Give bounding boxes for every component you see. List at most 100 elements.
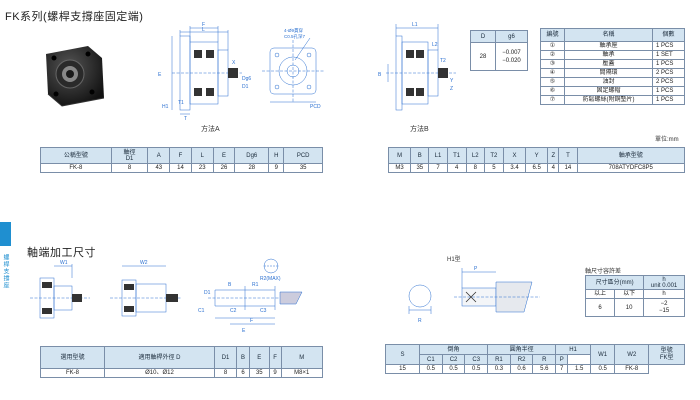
dim-label-b: B [378, 72, 382, 78]
parts-cell-no: ② [540, 50, 565, 60]
ch-cell: 1.5 [567, 364, 591, 374]
ch-header-model: 型號 FK型 [648, 344, 685, 365]
parts-cell-qty: 1 PCS [652, 41, 685, 51]
mt1-header: 公稱型號 [40, 147, 112, 164]
dim-label-l: L [202, 27, 205, 33]
mt1-header: PCD [283, 147, 323, 164]
dim-label-z: Z [450, 86, 453, 92]
ch-cell: 0.5 [464, 364, 489, 374]
mt2-cell: 4 [547, 163, 560, 173]
section-title-shaft: 軸端加工尺寸 [27, 247, 96, 259]
dg6-cell-lower: −0.020 [502, 57, 521, 64]
mt1-cell: 26 [212, 163, 236, 173]
page-title: FK系列(螺桿支撐座固定端) [5, 11, 144, 23]
ch-cell: 5.6 [532, 364, 557, 374]
mt2-cell: 6.5 [525, 163, 549, 173]
dim-label-c2: C2 [230, 308, 237, 314]
mt2-cell: 708ATYDFC8P5 [576, 163, 686, 173]
dim-label-t1: T1 [178, 100, 184, 106]
dim-label-l2: L2 [432, 42, 438, 48]
dim-label-y: Y [450, 78, 454, 84]
parts-header-no: 編號 [540, 28, 565, 42]
ch-subheader: R1 [487, 354, 511, 365]
shaft-header: M [280, 346, 324, 369]
mt2-cell: 8 [465, 163, 485, 173]
dim-label-dg6: Dg6 [242, 76, 251, 82]
dim-label-f: F [202, 22, 205, 28]
parts-cell-no: ⑤ [540, 77, 565, 87]
dg6-header-d: D [470, 30, 496, 43]
dg6-cell-d: 28 [470, 42, 496, 71]
ch-subheader: R [532, 354, 557, 365]
parts-cell-qty: 1 PCS [652, 95, 685, 105]
dim-label-c1: C1 [198, 308, 205, 314]
dim-label-r2max: R2(MAX) [260, 276, 281, 282]
shaft-cell: FK-8 [40, 368, 105, 378]
ch-cell: 0.5 [419, 364, 443, 374]
parts-header-name: 名稱 [564, 28, 653, 42]
parts-cell-qty: 1 PCS [652, 86, 685, 96]
mt1-header: A [147, 147, 171, 164]
shaft-end-drawing: W1 W2 B E F D1 R1 R2(MAX) C1 C2 C3 [30, 258, 303, 334]
shaft-header: F [268, 346, 282, 369]
mt1-cell: 9 [268, 163, 285, 173]
tol-sub-h: h [643, 289, 685, 299]
ch-header-s: S [385, 344, 420, 365]
dim-label-shaft-d1: D1 [204, 290, 211, 296]
dim-label-h1: H1 [162, 104, 169, 110]
ch-cell: 0.6 [509, 364, 534, 374]
tol-header-h: h [662, 276, 666, 283]
mt2-cell: 3.4 [502, 163, 527, 173]
ch-subheader: R2 [509, 354, 534, 365]
dim-label-t: T [184, 116, 187, 122]
dim-label-p: P [474, 266, 478, 272]
side-tab-marker [0, 222, 11, 246]
mt1-header: 軸徑 D1 [110, 147, 149, 164]
mt1-cell: 8 [110, 163, 149, 173]
dim-label-t2: T2 [440, 58, 446, 64]
method-a-label: 方法A [201, 126, 220, 133]
tol-cell-to: 10 [614, 298, 645, 317]
dim-label-r: R [418, 318, 422, 324]
dim-label-r1: R1 [252, 282, 259, 288]
dg6-table: D g6 28 −0.007 −0.020 [470, 30, 528, 71]
dim-label-c3: C3 [260, 308, 267, 314]
mt1-header: Dg6 [234, 147, 270, 164]
mt2-cell: 7 [428, 163, 448, 173]
shaft-header: E [248, 346, 270, 369]
ch-subheader: C2 [441, 354, 466, 365]
shaft-cell: Ø10、Ø12 [103, 368, 215, 378]
ch-header-chamfer: 倒角 [418, 344, 489, 355]
mt1-header: L [190, 147, 214, 164]
parts-cell-qty: 1 SET [652, 50, 685, 60]
counterbore-note: C0.5孔深7 [284, 33, 306, 40]
parts-cell-name: 軸承座 [564, 41, 653, 51]
tol-cell-from: 6 [584, 298, 616, 317]
parts-cell-name: 固定螺帽 [564, 86, 653, 96]
dim-label-l1: L1 [412, 22, 418, 28]
mt1-header: F [169, 147, 192, 164]
dim-label-shaft-b: B [228, 282, 232, 288]
mt2-cell: 14 [558, 163, 578, 173]
parts-cell-name: 軸承 [564, 50, 653, 60]
parts-cell-name: 油封 [564, 77, 653, 87]
mt1-header: E [212, 147, 236, 164]
mt2-cell: 4 [446, 163, 467, 173]
mt1-cell: 28 [234, 163, 270, 173]
side-tab[interactable]: 螺桿支撐座 [0, 222, 11, 304]
mt2-header: Y [525, 147, 549, 164]
parts-cell-no: ① [540, 41, 565, 51]
unit-label: 單位:mm [655, 137, 679, 143]
mt1-cell: 23 [190, 163, 214, 173]
dg6-header-g6: g6 [495, 30, 528, 43]
mt2-header: T [558, 147, 578, 164]
